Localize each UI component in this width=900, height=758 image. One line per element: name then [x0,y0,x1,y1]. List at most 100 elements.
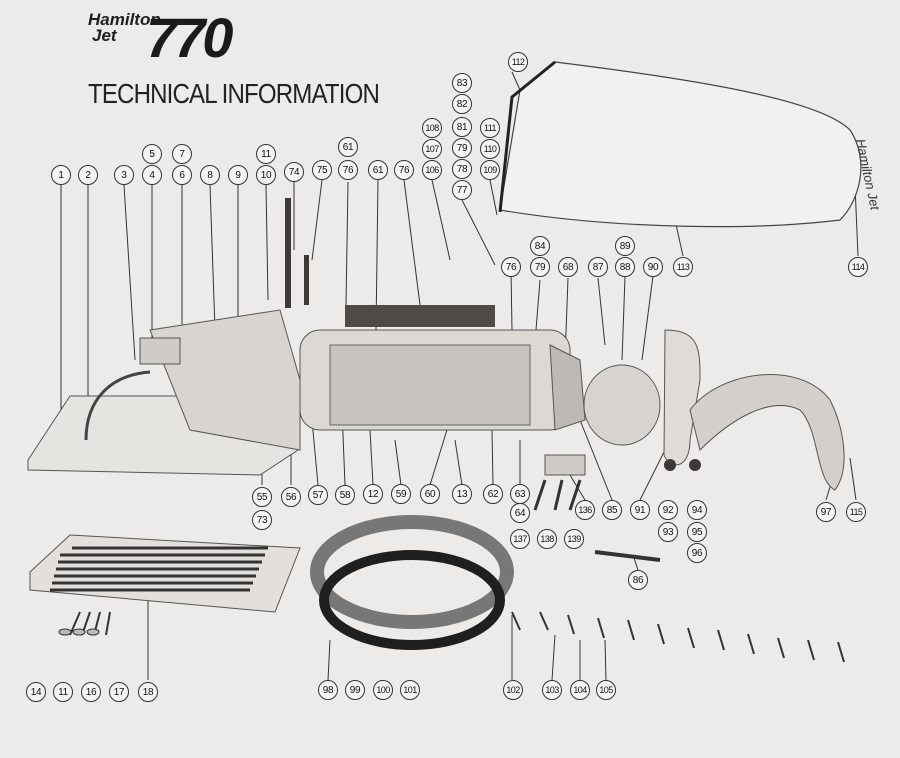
callout-84: 84 [530,236,550,256]
cover-edge [498,60,556,213]
callout-9: 9 [228,165,248,185]
callout-18: 18 [138,682,158,702]
bolt-138 [553,479,564,511]
reverse-bucket [689,374,845,491]
callout-88: 88 [615,257,635,277]
callout-10: 10 [256,165,276,185]
callout-86: 86 [628,570,648,590]
callout-78: 78 [452,159,472,179]
callout-92: 92 [658,500,678,520]
callout-107: 107 [422,139,442,159]
impeller-section [329,344,531,426]
callout-60: 60 [420,484,440,504]
callout-101: 101 [400,680,420,700]
callout-76: 76 [501,257,521,277]
callout-106: 106 [422,160,442,180]
callout-105: 105 [596,680,616,700]
callout-109: 109 [480,160,500,180]
callout-99: 99 [345,680,365,700]
callout-83: 83 [452,73,472,93]
callout-94: 94 [687,500,707,520]
callout-61: 61 [368,160,388,180]
callout-79: 79 [530,257,550,277]
engine-cover [499,61,862,228]
callout-104: 104 [570,680,590,700]
callout-55: 55 [252,487,272,507]
callout-111: 111 [480,118,500,138]
callout-108: 108 [422,118,442,138]
callout-75: 75 [312,160,332,180]
callout-57: 57 [308,485,328,505]
callout-93: 93 [658,522,678,542]
steering-nozzle [583,364,661,446]
callout-11: 11 [53,682,73,702]
shaft-coupling [139,337,181,365]
callout-13: 13 [452,484,472,504]
callout-62: 62 [483,484,503,504]
callout-136: 136 [575,500,595,520]
callout-113: 113 [673,257,693,277]
callout-137: 137 [510,529,530,549]
callout-1: 1 [51,165,71,185]
callout-100: 100 [373,680,393,700]
callout-82: 82 [452,94,472,114]
bolt-137 [533,479,547,511]
callout-2: 2 [78,165,98,185]
rod-74 [285,198,291,308]
intake-housing [149,309,301,451]
callout-4: 4 [142,165,162,185]
callout-73: 73 [252,510,272,530]
callout-91: 91 [630,500,650,520]
callout-68: 68 [558,257,578,277]
callout-97: 97 [816,502,836,522]
pivot-92 [664,459,676,471]
callout-139: 139 [564,529,584,549]
mounting-ring [310,515,514,629]
callout-56: 56 [281,487,301,507]
nozzle [549,344,586,431]
callout-11: 11 [256,144,276,164]
washers-11-16 [58,628,100,636]
callout-59: 59 [391,484,411,504]
pivot-94 [689,459,701,471]
callout-90: 90 [643,257,663,277]
callout-110: 110 [480,139,500,159]
callout-17: 17 [109,682,129,702]
shaft-tube [345,305,495,327]
bolt-139 [568,479,582,511]
callout-138: 138 [537,529,557,549]
callout-114: 114 [848,257,868,277]
rod-75 [304,255,309,305]
callout-6: 6 [172,165,192,185]
callout-112: 112 [508,52,528,72]
callout-77: 77 [452,180,472,200]
ring-gasket [319,550,505,650]
callout-102: 102 [503,680,523,700]
callout-89: 89 [615,236,635,256]
brand-line-1: Hamilton [88,10,161,29]
callout-16: 16 [81,682,101,702]
callout-63: 63 [510,484,530,504]
grille-bars [50,546,268,592]
callout-76: 76 [338,160,358,180]
callout-58: 58 [335,485,355,505]
callout-85: 85 [602,500,622,520]
callout-74: 74 [284,162,304,182]
callout-61: 61 [338,137,358,157]
fastener-kit [511,611,845,663]
callout-81: 81 [452,117,472,137]
callout-103: 103 [542,680,562,700]
rod-86 [594,550,661,562]
deflector-plate [663,329,701,466]
callout-7: 7 [172,144,192,164]
callout-14: 14 [26,682,46,702]
callout-79: 79 [452,138,472,158]
callout-64: 64 [510,503,530,523]
callout-8: 8 [200,165,220,185]
callout-95: 95 [687,522,707,542]
callout-12: 12 [363,484,383,504]
bracket-136 [544,454,586,476]
callout-87: 87 [588,257,608,277]
